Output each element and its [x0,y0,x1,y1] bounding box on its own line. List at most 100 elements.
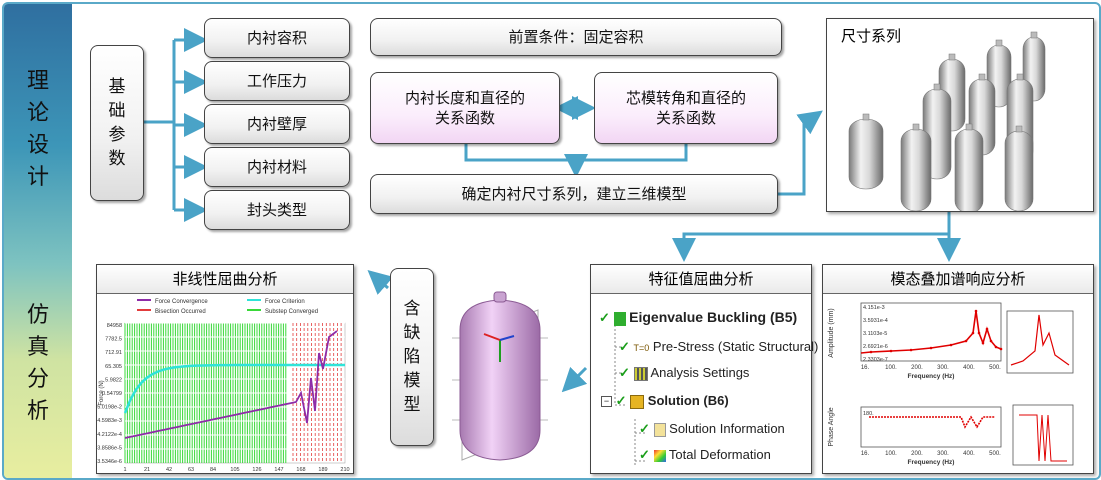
phase-freq-tick-label: 300. [937,451,949,457]
tank-neck [862,113,870,121]
eigenvalue-buckling-panel: 特征值屈曲分析 ✓ Eigenvalue Buckling (B5) ✓ T=0… [590,264,818,474]
y-tick-label: 712.91 [105,350,122,356]
defect-model-label: 含缺陷模型 [403,299,421,415]
x-tick-label: 126 [252,467,261,473]
y-tick-label: 7782.5 [105,337,122,343]
tree-item-analysis-settings[interactable]: ✓ Analysis Settings [619,365,750,381]
tank-neck [912,123,920,131]
amplitude-axis-label: Amplitude (mm) [828,308,835,357]
tank-body [954,128,984,211]
y-tick-label: 5.0198e-2 [97,405,122,411]
phase-plot-area [860,406,1002,448]
amplitude-point [999,347,1003,351]
tank-neck [995,39,1003,47]
tank-neck [1030,31,1038,39]
tank-body [848,118,884,190]
check-icon: ✓ [639,447,650,462]
x-tick-label: 42 [166,467,172,473]
x-tick-label: 21 [144,467,150,473]
amplitude-point [949,343,953,347]
y-tick-label: 84958 [107,323,122,329]
legend-label: Substep Converged [265,309,318,315]
amplitude-point [909,348,913,352]
freq-tick-label: 100. [885,365,897,371]
defect-tank-model [452,291,548,461]
frequency-response-chart: 4.151e-33.5931e-43.1103e-52.6921e-62.330… [828,302,1074,466]
tank-neck [978,73,986,81]
y-tick-label: 4.2122e-4 [97,432,122,438]
tree-item-eigenvalue[interactable]: ✓ Eigenvalue Buckling (B5) [599,309,798,326]
amp-tick-label: 3.1103e-5 [863,331,887,337]
param-item: 内衬容积 [204,18,350,58]
tree-item-total-deformation[interactable]: ✓ Total Deformation [639,447,771,462]
size-series-panel: 尺寸系列 [826,18,1094,212]
phase-freq-tick-label: 16. [861,451,870,457]
basic-params-box: 基础参数 [90,45,144,201]
tree-item-solution-information[interactable]: ✓ Solution Information [639,421,785,437]
legend-label: Bisection Occurred [155,309,206,315]
amp-tick-label: 2.6921e-6 [863,344,888,350]
simulation-analysis-label: 仿真分析 [26,303,49,424]
tree-item-solution[interactable]: − ✓ Solution (B6) [601,393,729,409]
x-tick-label: 63 [188,467,194,473]
tree-item-prestress[interactable]: ✓ T=0 Pre-Stress (Static Structural) [619,339,819,354]
x-tick-label: 210 [340,467,349,473]
amplitude-point [985,327,989,331]
tank-series-illustration [848,31,1046,211]
y-tick-label: 0.54799 [102,391,122,397]
x-tick-label: 1 [123,467,126,473]
y-tick-label: 65.305 [105,364,122,370]
amplitude-point [974,309,978,313]
freq-axis-label: Frequency (Hz) [908,373,955,380]
freq-tick-label: 300. [937,365,949,371]
determine-size-box: 确定内衬尺寸系列，建立三维模型 [370,174,778,214]
param-item: 封头类型 [204,190,350,230]
param-item: 内衬材料 [204,147,350,187]
amplitude-point [989,339,993,343]
analysis-icon [613,311,626,326]
sidebar: 理论设计 仿真分析 [4,4,72,478]
tank-neck [1016,73,1024,81]
phase-freq-axis-label: Frequency (Hz) [908,459,955,466]
y-tick-label: 5.9822 [105,377,122,383]
amplitude-point [981,341,985,345]
x-tick-label: 84 [210,467,216,473]
amplitude-point [964,339,968,343]
phase-freq-tick-label: 400. [963,451,975,457]
defect-model-box: 含缺陷模型 [390,268,434,446]
force-criterion-line [123,363,345,414]
tank-shape [1004,125,1034,211]
x-tick-label: 189 [318,467,327,473]
check-icon: ✓ [639,421,650,436]
solution-tree-lines [614,317,645,465]
y-tick-label: 3.8586e-5 [97,445,122,451]
prestress-icon: T=0 [633,343,650,353]
phase-inset-curve [1019,414,1067,462]
amplitude-point [977,331,981,335]
param-item: 内衬壁厚 [204,104,350,144]
amplitude-point [889,349,893,353]
x-tick-label: 147 [274,467,283,473]
tank-neck [1015,125,1023,133]
collapse-toggle[interactable]: − [601,396,612,408]
tank-body [900,128,932,211]
eigen-title: 特征值屈曲分析 [591,265,811,294]
phase-tick-label: 180. [863,411,874,417]
phase-freq-tick-label: 500. [989,451,1001,457]
tank-shape [954,123,984,211]
amp-tick-label: 2.3303e-7 [863,357,888,363]
amp-tick-label: 3.5931e-4 [863,318,888,324]
arrows-layer [144,28,961,393]
tank-shape [848,113,884,190]
size-series-title: 尺寸系列 [841,27,902,45]
phase-curve [869,415,995,429]
freq-tick-label: 16. [861,365,870,371]
liner-function-box: 内衬长度和直径的 关系函数 [370,72,560,144]
inset-curve [1010,314,1070,366]
legend-label: Force Criterion [265,299,305,305]
tank-neck [933,83,941,91]
